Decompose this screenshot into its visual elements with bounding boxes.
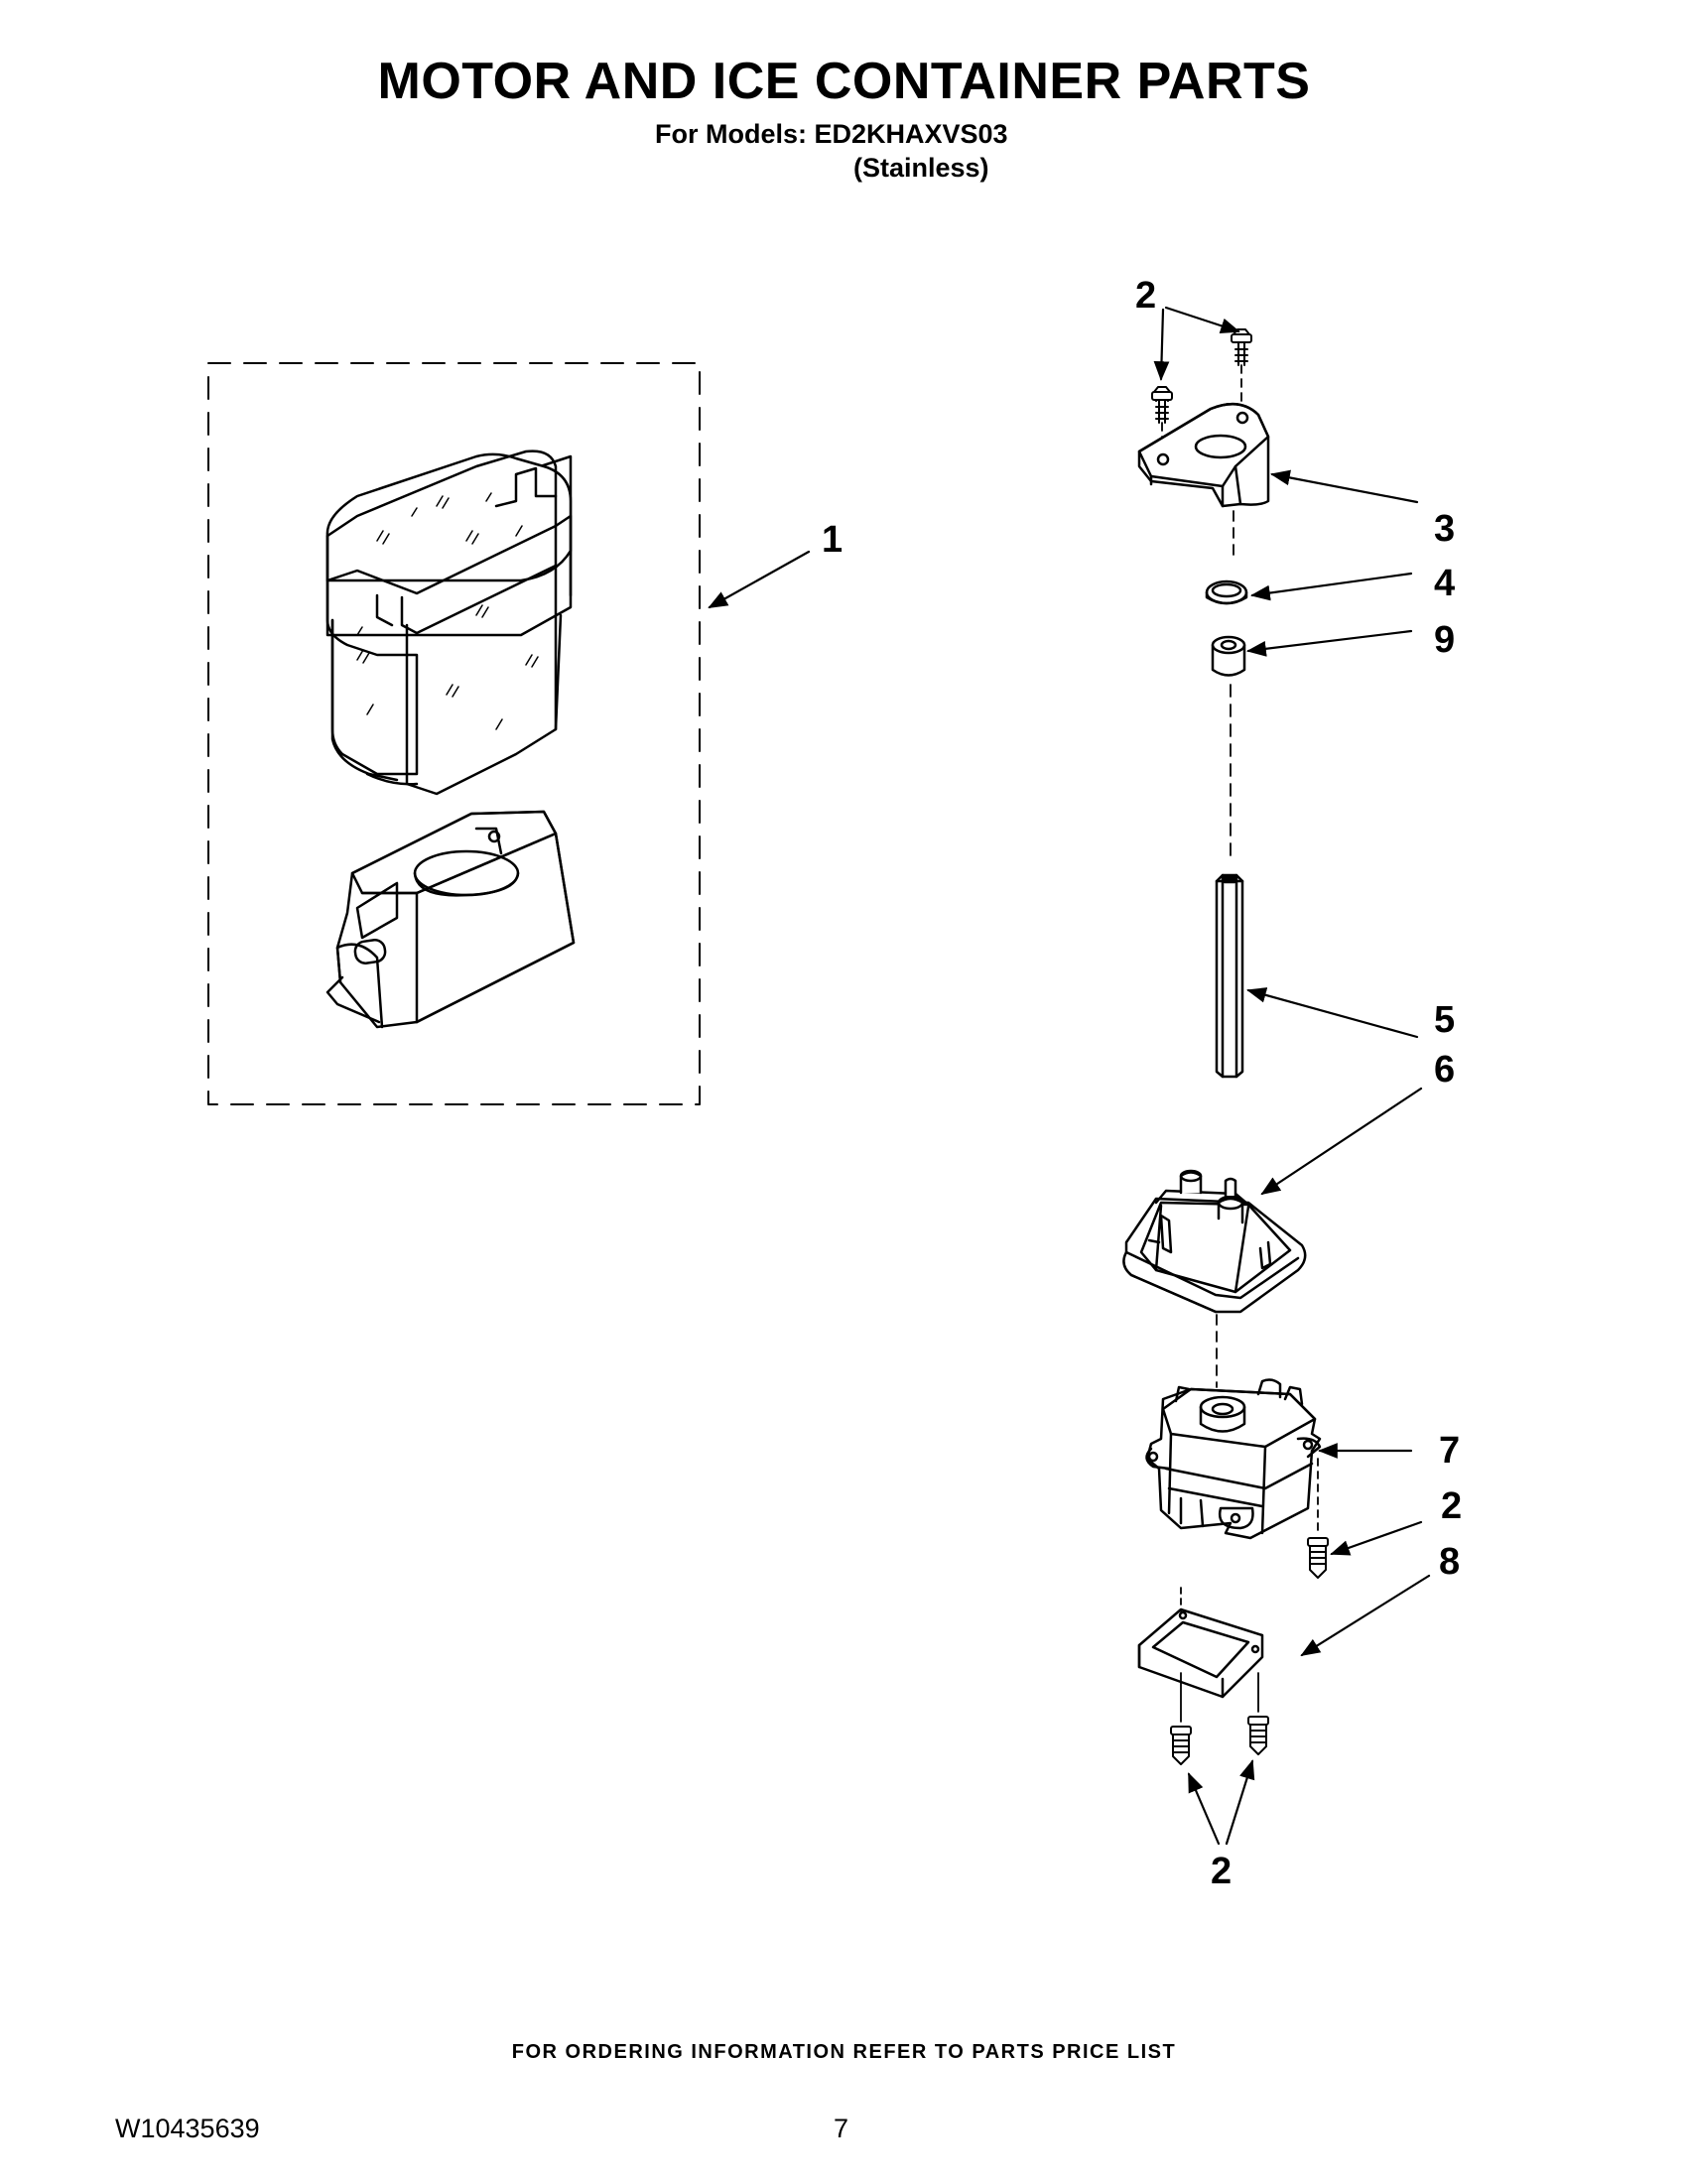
- screw-motor: [1307, 1537, 1329, 1579]
- callout-1: 1: [822, 519, 843, 561]
- auger-bracket: [1137, 402, 1270, 508]
- callout-4: 4: [1434, 563, 1455, 604]
- callout-7: 7: [1439, 1430, 1460, 1472]
- screw-top-right: [1231, 328, 1252, 366]
- page-number: 7: [834, 2114, 849, 2143]
- ordering-note: FOR ORDERING INFORMATION REFER TO PARTS …: [511, 2041, 1177, 2063]
- leader-lines: [708, 306, 1431, 1846]
- washer: [1205, 579, 1248, 605]
- callout-9: 9: [1434, 619, 1455, 661]
- motor-cover: [1122, 1169, 1307, 1314]
- screw-top-left: [1151, 386, 1173, 424]
- auger-motor: [1145, 1378, 1322, 1540]
- callout-2-motor: 2: [1441, 1485, 1462, 1527]
- kit-boundary: [207, 362, 701, 1105]
- callout-5: 5: [1434, 999, 1455, 1041]
- models-label: For Models: ED2KHAXVS03: [655, 119, 1008, 149]
- callout-2-bottom: 2: [1211, 1851, 1232, 1892]
- ice-container-bin: [325, 450, 573, 796]
- screw-bottom-left: [1170, 1726, 1192, 1765]
- ice-container-base: [325, 810, 576, 1029]
- color-label: (Stainless): [853, 153, 989, 183]
- callout-numbers: 1 2 3 4 9 5 6 7 2 8 2: [822, 275, 1462, 1892]
- model-info: For Models: ED2KHAXVS03 (Stainless): [655, 117, 1008, 185]
- drive-shaft: [1215, 873, 1244, 1079]
- gasket: [1137, 1607, 1264, 1699]
- callout-8: 8: [1439, 1541, 1460, 1583]
- callout-3: 3: [1434, 508, 1455, 550]
- callout-6: 6: [1434, 1049, 1455, 1091]
- bushing: [1211, 635, 1246, 677]
- page-title: MOTOR AND ICE CONTAINER PARTS: [377, 53, 1311, 110]
- screw-bottom-right: [1247, 1716, 1269, 1755]
- document-number: W10435639: [115, 2114, 260, 2143]
- callout-2-top: 2: [1135, 275, 1156, 317]
